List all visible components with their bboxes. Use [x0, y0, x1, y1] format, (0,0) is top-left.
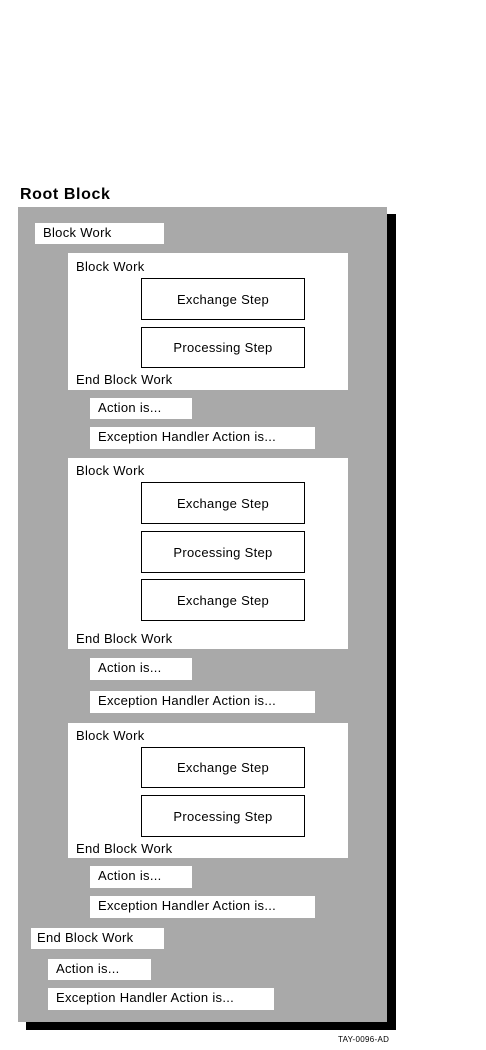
root-block-title: Root Block: [20, 186, 111, 203]
block-2-exchange-step: Exchange Step: [141, 482, 305, 524]
block-1-action-label: Action is...: [90, 398, 192, 419]
root-block-work-label: Block Work: [35, 223, 164, 244]
block-work-2-start-label: Block Work: [76, 463, 145, 478]
root-action-label: Action is...: [48, 959, 151, 980]
block-work-2-end-label: End Block Work: [76, 631, 173, 646]
root-exception-label: Exception Handler Action is...: [48, 988, 274, 1010]
figure-id: TAY-0096-AD: [338, 1035, 390, 1044]
block-1-processing-step: Processing Step: [141, 327, 305, 368]
block-3-exception-label: Exception Handler Action is...: [90, 896, 315, 918]
block-2-exchange-step-2: Exchange Step: [141, 579, 305, 621]
block-2-exception-label: Exception Handler Action is...: [90, 691, 315, 713]
block-3-action-label: Action is...: [90, 866, 192, 888]
block-1-exception-label: Exception Handler Action is...: [90, 427, 315, 449]
block-1-exchange-step: Exchange Step: [141, 278, 305, 320]
block-2-processing-step: Processing Step: [141, 531, 305, 573]
block-work-3-end-label: End Block Work: [76, 841, 173, 856]
block-work-1-end-label: End Block Work: [76, 372, 173, 387]
root-end-block-work-label: End Block Work: [31, 928, 164, 949]
block-work-3: [68, 723, 348, 858]
block-2-action-label: Action is...: [90, 658, 192, 680]
block-3-exchange-step: Exchange Step: [141, 747, 305, 788]
block-3-processing-step: Processing Step: [141, 795, 305, 837]
block-work-3-start-label: Block Work: [76, 728, 145, 743]
block-work-1-start-label: Block Work: [76, 259, 145, 274]
